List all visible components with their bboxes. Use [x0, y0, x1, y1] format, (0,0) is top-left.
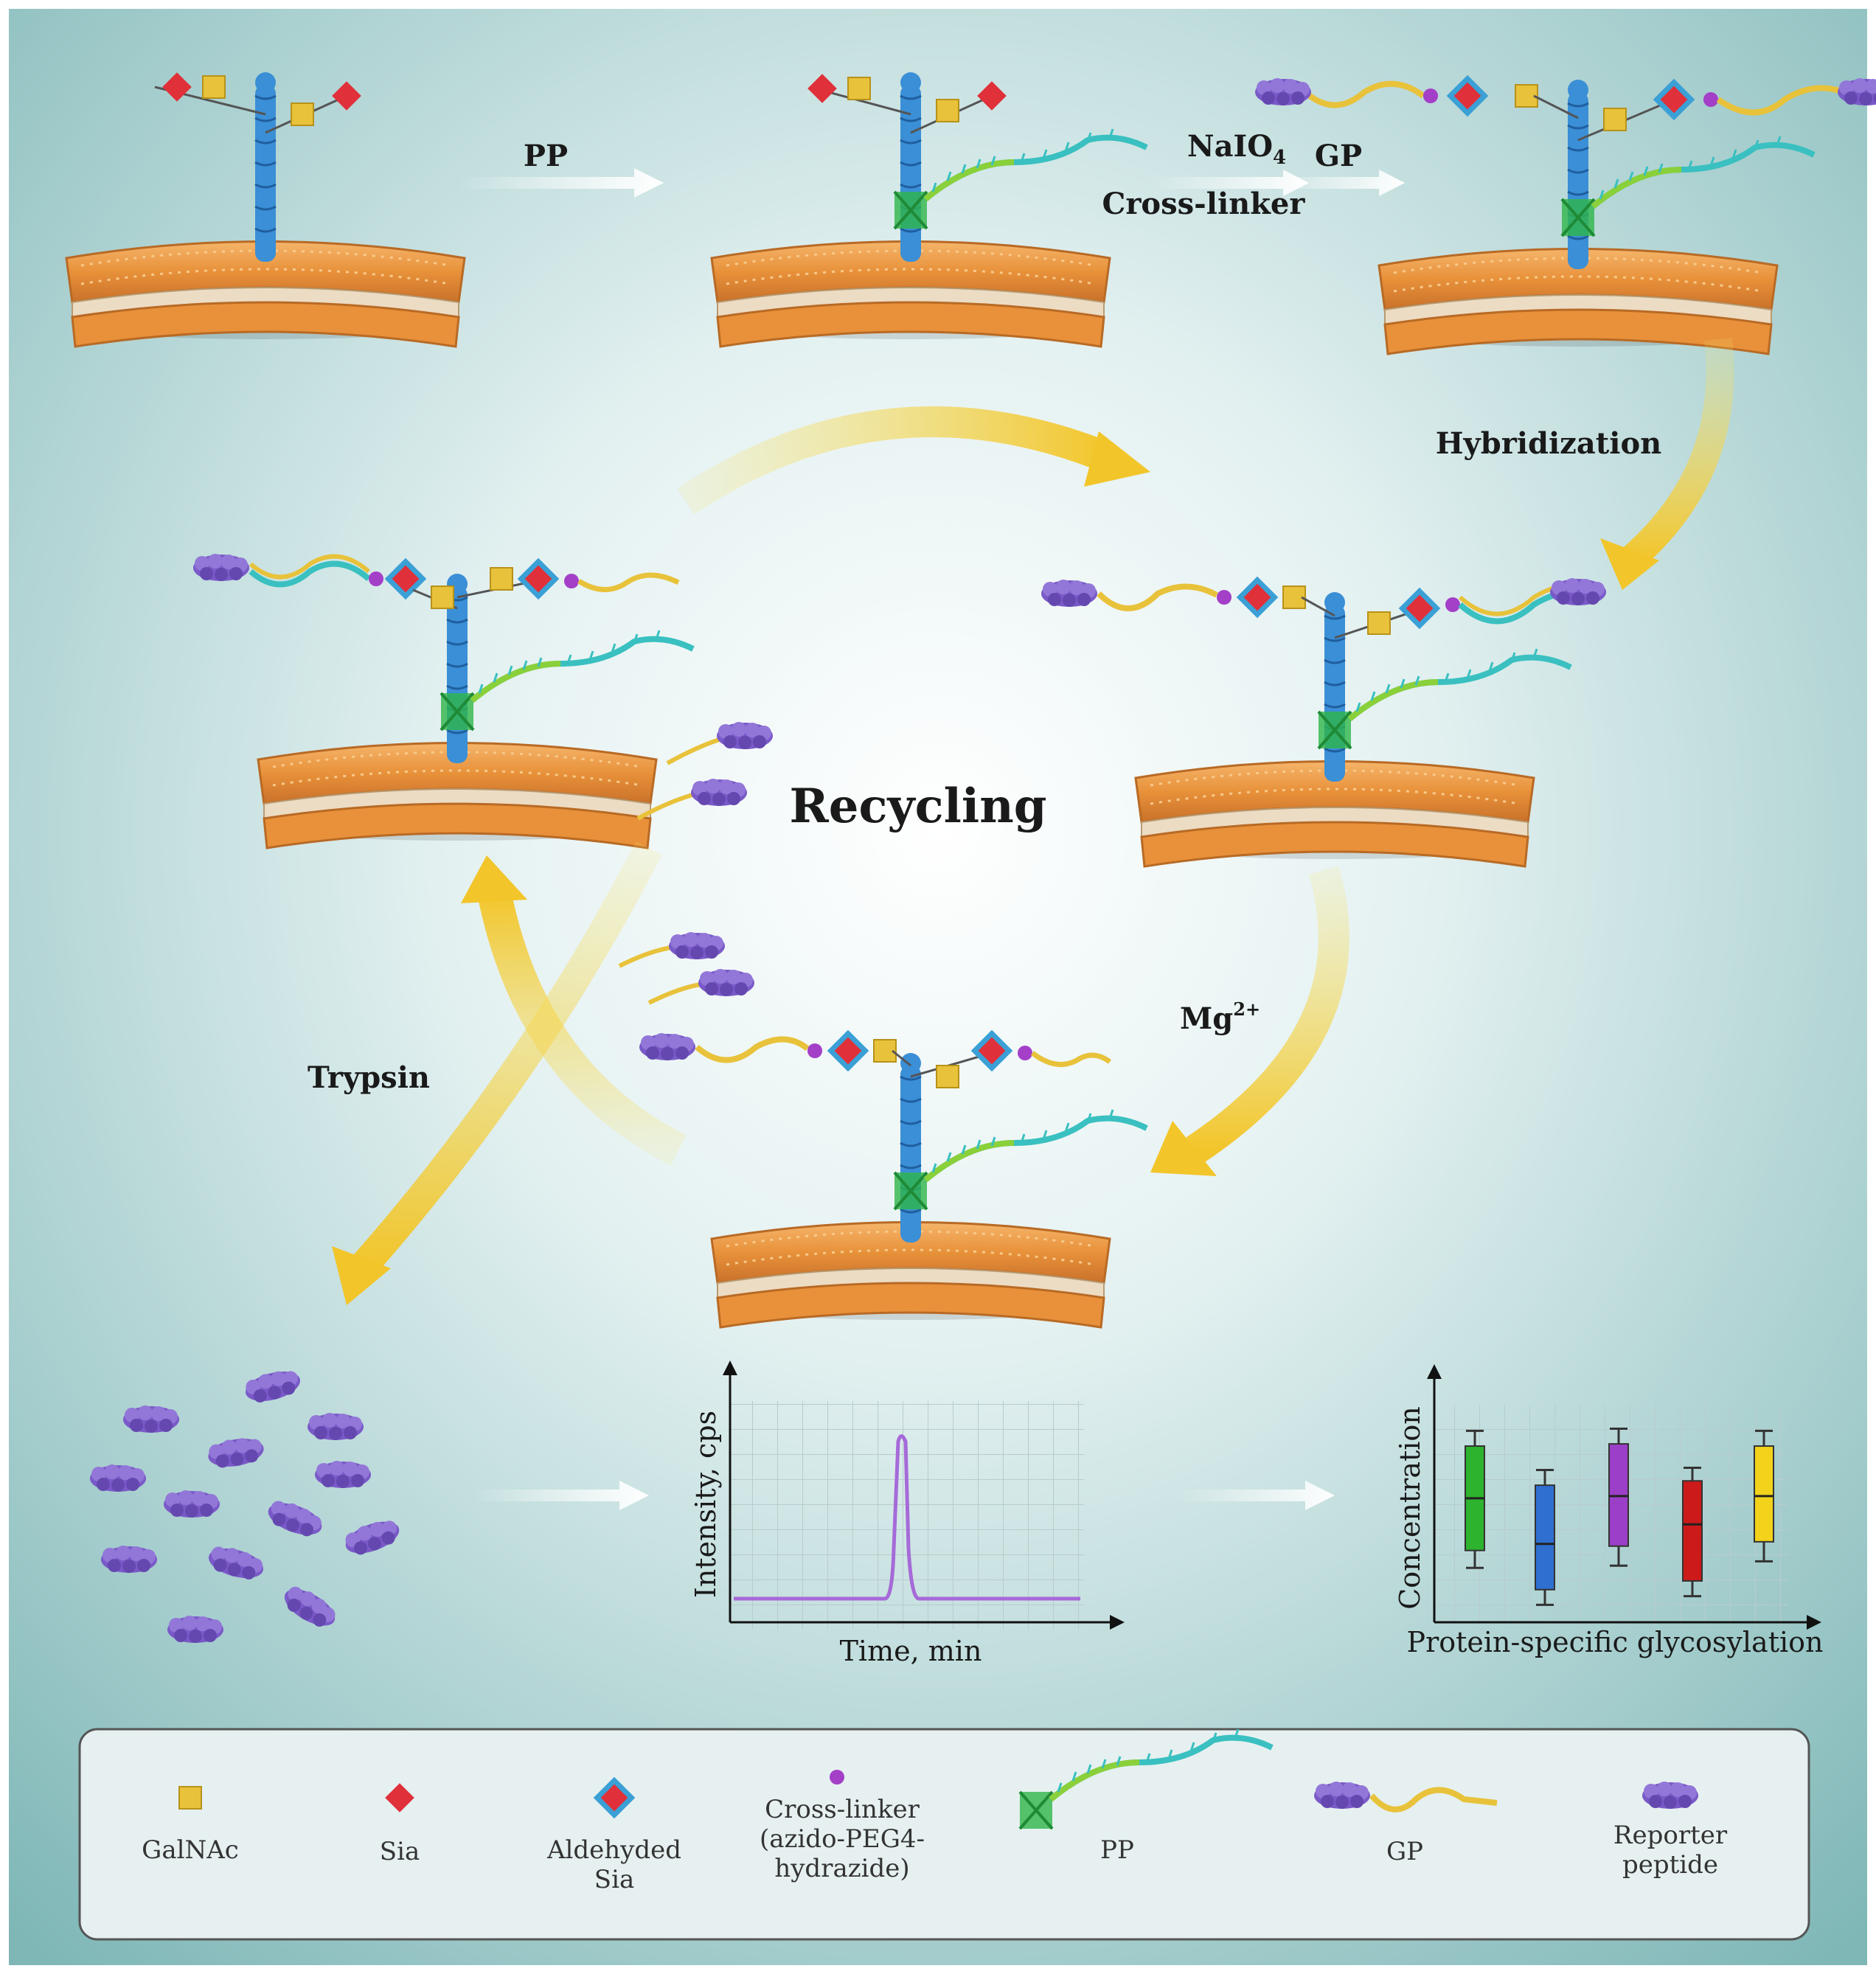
recycling-label: Recycling: [790, 779, 1047, 834]
arrow-to-conc: [1180, 1481, 1335, 1510]
ms-ylabel: Intensity, cps: [689, 1411, 722, 1598]
step-label-crosslinker: Cross-linker: [1102, 187, 1306, 221]
step-label-pp: PP: [524, 139, 568, 173]
box-4: [1682, 1480, 1703, 1582]
legend-gp: GP: [1314, 1782, 1498, 1866]
legend-aldehyded-sia: Aldehyded Sia: [546, 1776, 681, 1894]
cell-hybridized-right: [1041, 576, 1606, 868]
cell-pp-bound: [710, 71, 1147, 348]
step-label-gp: GP: [1315, 139, 1362, 173]
legend-pp: PP: [1020, 1729, 1272, 1865]
recycle-arrow-up: [477, 889, 687, 1166]
box-2: [1535, 1484, 1555, 1591]
svg-text:GP: GP: [1386, 1837, 1423, 1866]
svg-text:PP: PP: [1100, 1835, 1134, 1865]
legend-crosslinker: Cross-linker (azido-PEG4- hydrazide): [760, 1770, 925, 1883]
cell-after-cleavage: [639, 1029, 1147, 1329]
svg-text:Aldehyded: Aldehyded: [546, 1835, 681, 1865]
legend-reporter-peptide: Reporter peptide: [1613, 1782, 1728, 1880]
svg-text:GalNAc: GalNAc: [142, 1835, 239, 1865]
ms-xlabel: Time, min: [840, 1635, 982, 1667]
box-5: [1754, 1445, 1774, 1543]
step-label-naio4: NaIO4: [1187, 129, 1286, 169]
cycle-arrow-top: [677, 406, 1112, 515]
arrow-to-ms: [472, 1481, 649, 1510]
arrow-naio4-gp: [1150, 170, 1405, 196]
svg-text:Reporter: Reporter: [1613, 1821, 1728, 1850]
conc-xlabel: Protein-specific glycosylation: [1407, 1626, 1824, 1658]
cell-hybridized-left: [193, 554, 693, 849]
ms-chromatogram: Intensity, cps Time, min: [689, 1360, 1125, 1667]
hybridization-arrow: [1620, 337, 1734, 571]
trypsin-arrow: [350, 841, 662, 1279]
cell-untreated: [65, 71, 466, 348]
conc-ylabel: Concentration: [1394, 1406, 1426, 1610]
cell-gp-labeled: [1255, 74, 1876, 355]
arrow-pp: [457, 168, 664, 198]
svg-text:Cross-linker: Cross-linker: [765, 1795, 920, 1824]
released-reporter-peptides: [618, 722, 773, 1005]
step-label-mg: Mg2+: [1180, 998, 1260, 1036]
legend-galnac: GalNAc: [142, 1786, 239, 1865]
step-label-trypsin: Trypsin: [308, 1060, 430, 1095]
legend-panel: GalNAc Sia Aldehyded Sia Cross-linker (a…: [78, 1729, 1810, 1941]
mg-arrow: [1186, 866, 1349, 1164]
svg-text:hydrazide): hydrazide): [774, 1854, 909, 1883]
svg-text:(azido-PEG4-: (azido-PEG4-: [760, 1824, 925, 1854]
legend-sia: Sia: [380, 1783, 420, 1866]
concentration-chart: Concentration Protein-specific glycosyla…: [1394, 1364, 1823, 1658]
svg-text:Sia: Sia: [380, 1837, 420, 1866]
svg-text:Sia: Sia: [594, 1865, 634, 1894]
step-label-hybridization: Hybridization: [1436, 426, 1662, 461]
svg-text:peptide: peptide: [1622, 1850, 1718, 1880]
